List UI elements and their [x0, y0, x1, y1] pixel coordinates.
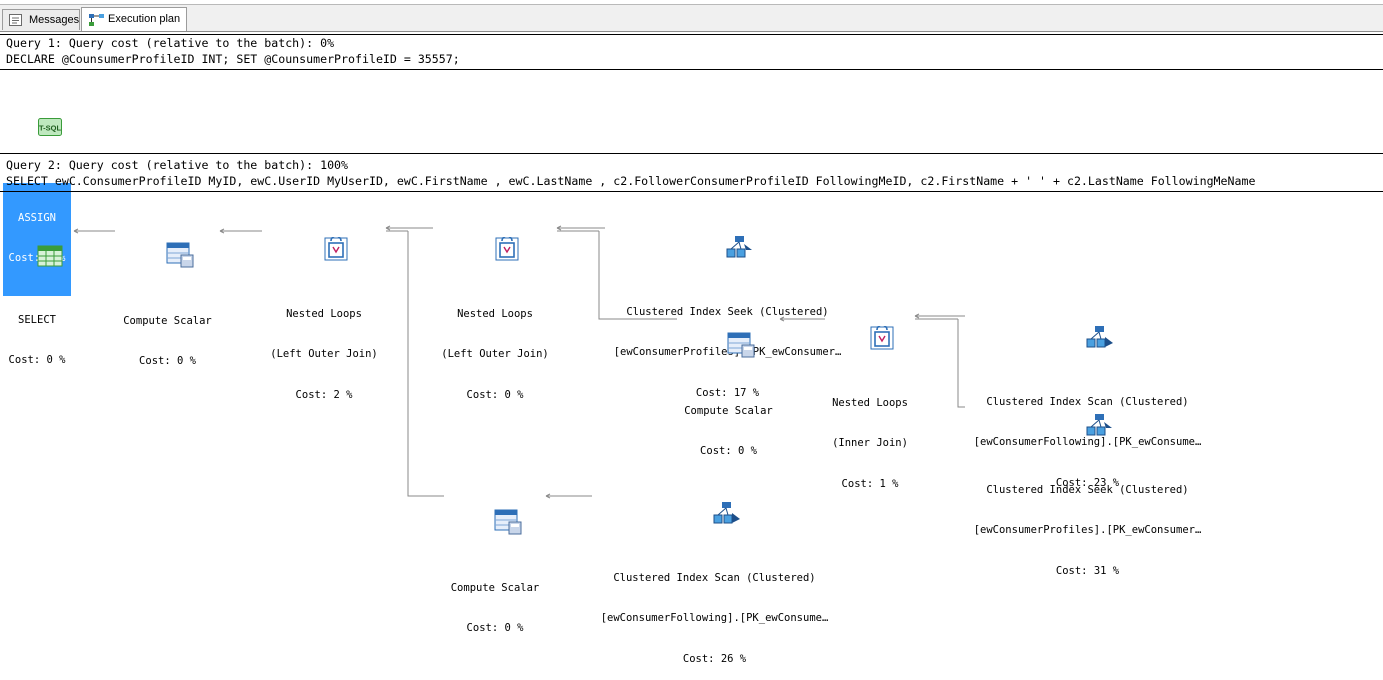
query2-sql: SELECT ewC.ConsumerProfileID MyID, ewC.U… [6, 174, 1256, 188]
query2-bottom-rule [0, 191, 1383, 192]
tab-messages[interactable]: Messages [2, 9, 80, 30]
tab-execution-plan[interactable]: Execution plan [81, 7, 187, 31]
nested-loops-2-cost: Cost: 0 % [466, 388, 524, 401]
index-seek-1-cost: Cost: 17 % [695, 386, 760, 399]
select-cost: Cost: 0 % [8, 354, 66, 366]
execution-plan-icon [88, 12, 106, 37]
plan-node-index-scan-1[interactable]: Clustered Index Scan (Clustered) [ewCons… [965, 284, 1210, 504]
nested-loops-3-type: (Inner Join) [832, 437, 908, 449]
messages-icon [9, 14, 23, 34]
nested-loops-icon [433, 223, 557, 279]
nested-loops-1-name: Nested Loops [286, 307, 362, 320]
arrow-compute2-loops2 [598, 231, 677, 320]
plan-node-index-seek-2[interactable]: Clustered Index Seek (Clustered) [ewCons… [965, 372, 1210, 592]
compute-scalar-3-name: Compute Scalar [450, 581, 540, 594]
index-scan-2-cost: Cost: 26 % [682, 652, 747, 665]
nested-loops-1-cost: Cost: 2 % [295, 388, 353, 401]
plan-node-nested-loops-1[interactable]: Nested Loops (Left Outer Join) Cost: 2 % [262, 196, 386, 416]
index-seek-1-name: Clustered Index Seek (Clustered) [626, 305, 829, 318]
index-scan-2-name: Clustered Index Scan (Clustered) [613, 571, 816, 584]
index-scan-2-object: [ewConsumerFollowing].[PK_ewConsume… [600, 612, 829, 624]
clustered-index-scan-icon [592, 487, 837, 543]
query2-top-rule [0, 153, 1383, 154]
nested-loops-2-name: Nested Loops [457, 307, 533, 320]
clustered-index-seek-icon [965, 399, 1210, 455]
arrow-compute3-loops1 [407, 231, 444, 497]
plan-node-compute-scalar-2[interactable]: Compute Scalar Cost: 0 % [677, 291, 780, 472]
tab-messages-label: Messages [29, 14, 80, 26]
nested-loops-icon [825, 312, 915, 368]
query1-bottom-rule [0, 69, 1383, 70]
index-scan-1-object: [ewConsumerFollowing].[PK_ewConsume… [973, 436, 1202, 448]
plan-node-nested-loops-2[interactable]: Nested Loops (Left Outer Join) Cost: 0 % [433, 196, 557, 416]
index-scan-1-cost: Cost: 23 % [1055, 476, 1120, 489]
nested-loops-3-cost: Cost: 1 % [841, 477, 899, 490]
compute-scalar-2-name: Compute Scalar [684, 404, 773, 417]
nested-loops-icon [262, 223, 386, 279]
arrow-seek2-loops3 [957, 319, 965, 408]
plan-node-compute-scalar-3[interactable]: Compute Scalar Cost: 0 % [444, 468, 546, 649]
compute-scalar-icon [677, 318, 780, 376]
compute-scalar-3-cost: Cost: 0 % [466, 622, 524, 634]
compute-scalar-1-name: Compute Scalar [123, 314, 212, 327]
nested-loops-1-type: (Left Outer Join) [270, 348, 378, 360]
assign-name: ASSIGN [18, 211, 56, 224]
index-seek-2-name: Clustered Index Seek (Clustered) [986, 483, 1189, 496]
nested-loops-2-type: (Left Outer Join) [441, 348, 549, 360]
select-name: SELECT [18, 313, 56, 326]
plan-node-index-seek-1[interactable]: Clustered Index Seek (Clustered) [ewCons… [605, 194, 850, 414]
index-scan-1-name: Clustered Index Scan (Clustered) [986, 395, 1189, 408]
tsql-icon: T-SQL [3, 104, 71, 154]
query1-header: Query 1: Query cost (relative to the bat… [6, 36, 335, 50]
assign-label-selected: ASSIGN Cost: 0 % [3, 182, 71, 296]
plan-connectors [73, 225, 965, 499]
query1-sql: DECLARE @CounsumerProfileID INT; SET @Co… [6, 52, 460, 66]
query2-header: Query 2: Query cost (relative to the bat… [6, 158, 349, 172]
compute-scalar-2-cost: Cost: 0 % [700, 445, 757, 457]
index-seek-2-object: [ewConsumerProfiles].[PK_ewConsumer… [973, 524, 1202, 536]
clustered-index-seek-icon [605, 221, 850, 277]
plan-node-nested-loops-3[interactable]: Nested Loops (Inner Join) Cost: 1 % [825, 285, 915, 505]
plan-node-assign[interactable]: T-SQL ASSIGN Cost: 0 % [3, 77, 71, 309]
tabstrip-top-edge [0, 0, 1383, 5]
compute-scalar-1-cost: Cost: 0 % [139, 355, 196, 367]
compute-scalar-icon [115, 228, 220, 286]
clustered-index-scan-icon [965, 311, 1210, 367]
results-tab-strip: Messages Execution plan [0, 0, 1383, 32]
plan-node-select[interactable]: SELECT Cost: 0 % [3, 204, 71, 381]
select-result-icon [3, 231, 71, 285]
index-seek-1-object: [ewConsumerProfiles].[PK_ewConsumer… [613, 346, 842, 358]
nested-loops-3-name: Nested Loops [832, 396, 908, 409]
tab-execution-plan-label: Execution plan [108, 13, 181, 25]
plan-node-compute-scalar-1[interactable]: Compute Scalar Cost: 0 % [115, 201, 220, 382]
svg-text:T-SQL: T-SQL [39, 123, 62, 132]
plan-node-index-scan-2[interactable]: Clustered Index Scan (Clustered) [ewCons… [592, 460, 837, 680]
compute-scalar-icon [444, 495, 546, 553]
index-seek-2-cost: Cost: 31 % [1055, 564, 1120, 577]
query1-top-rule [0, 34, 1383, 35]
